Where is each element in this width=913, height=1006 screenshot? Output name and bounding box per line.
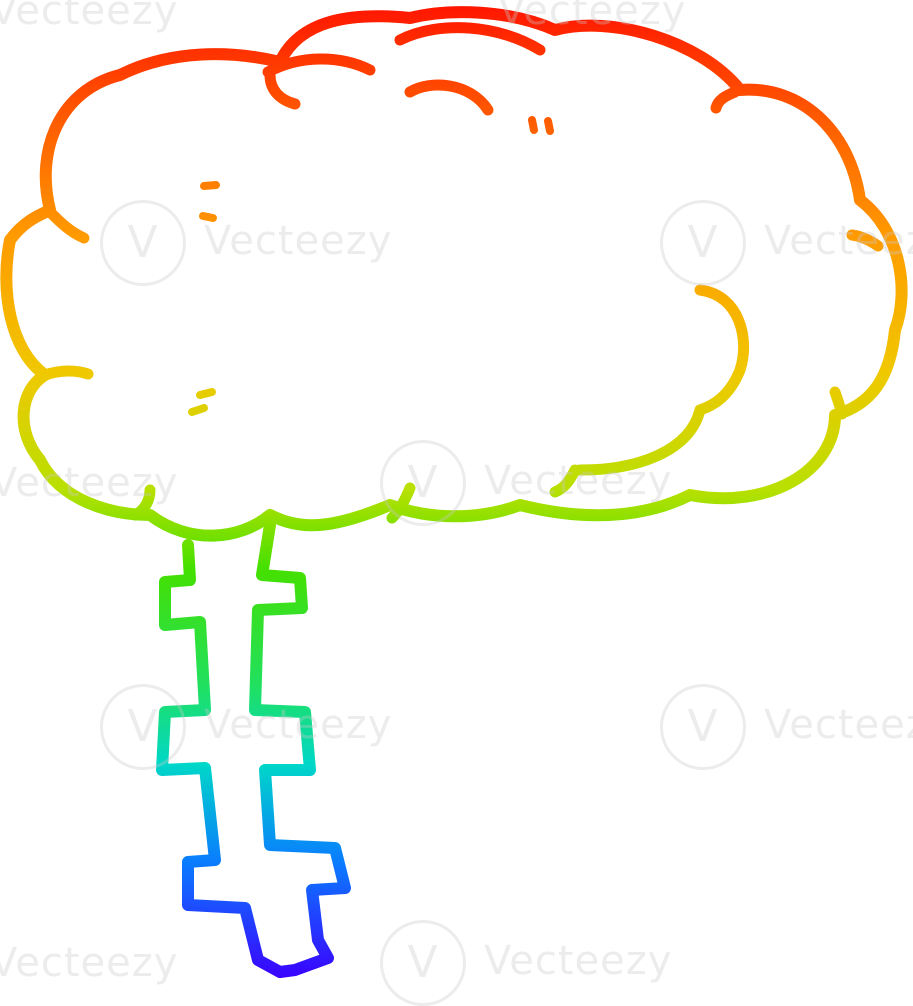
brain-fold-left-low (39, 365, 94, 381)
brain-fold-top-2 (394, 22, 546, 56)
brain-outline (0, 6, 908, 542)
brain-fold-bottom-1 (386, 482, 416, 524)
brain-drawing (0, 6, 908, 978)
brain-fold-right-top (710, 86, 741, 114)
brain-fold-left-mid (44, 206, 90, 244)
texture-marks (188, 116, 554, 416)
brain-fold-top (262, 53, 376, 78)
brain-fold-top-3 (404, 79, 494, 116)
brain-fold-right-low (829, 386, 848, 420)
temporal-lobe-curve-2 (574, 404, 706, 476)
brain-fold-bottom-2 (129, 484, 156, 521)
spinal-cord-left-edge (156, 539, 286, 978)
spinal-cord-right-edge (249, 519, 351, 978)
temporal-lobe-curve (694, 284, 750, 416)
brain-fold-left (264, 69, 301, 110)
brain-fold-right-mid (846, 229, 884, 252)
brain-fold-mid-bottom (549, 464, 581, 498)
